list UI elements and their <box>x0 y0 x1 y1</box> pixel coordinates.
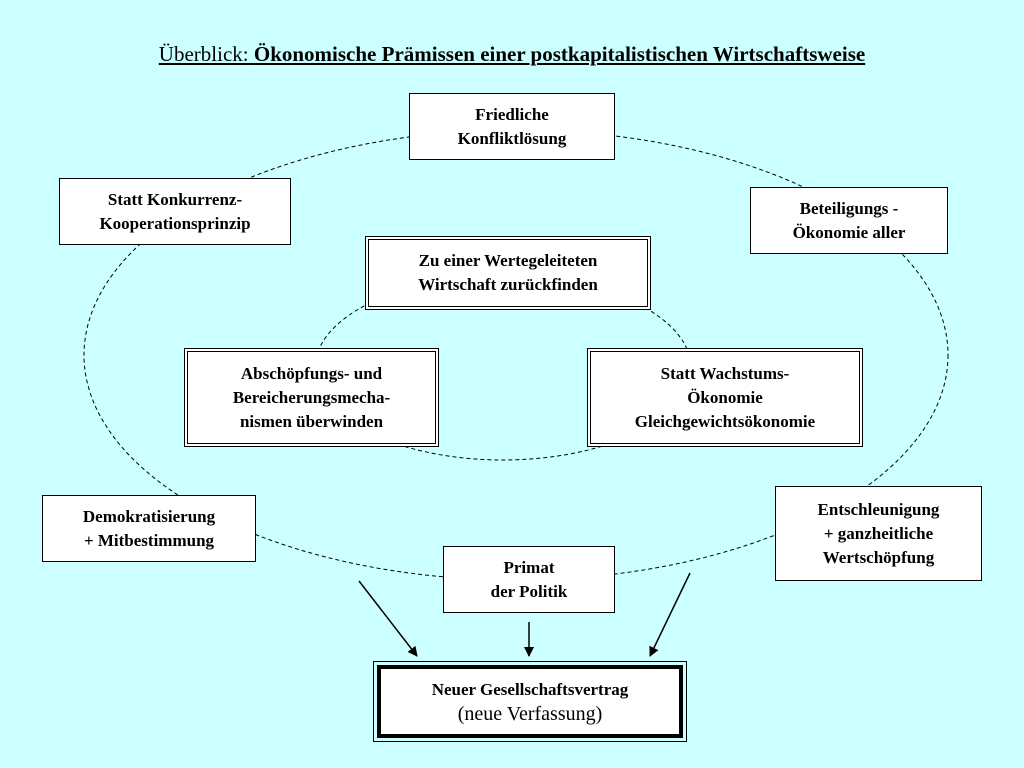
box-line: Demokratisierung <box>82 506 216 526</box>
box-abschoepfung: Abschöpfungs- und Bereicherungsmecha- ni… <box>184 348 439 447</box>
box-line: Statt Wachstums- <box>660 363 790 383</box>
box-friedliche-konfliktloesung: Friedliche Konfliktlösung <box>409 93 615 160</box>
box-line: (neue Verfassung) <box>457 702 603 725</box>
slide-title: Überblick: Ökonomische Prämissen einer p… <box>0 42 1024 67</box>
box-line: + ganzheitliche <box>823 523 934 543</box>
box-line: Konfliktlösung <box>457 128 567 148</box>
box-line: Entschleunigung <box>817 499 940 519</box>
box-line: Zu einer Wertegeleiteten <box>418 251 598 270</box>
box-line: der Politik <box>490 581 568 601</box>
box-line: Gleichgewichtsökonomie <box>634 411 816 431</box>
box-line: Neuer Gesellschaftsvertrag <box>431 679 629 699</box>
box-primat-der-politik: Primat der Politik <box>443 546 615 613</box>
title-main: Ökonomische Prämissen einer postkapitali… <box>253 42 866 66</box>
box-line: Primat <box>503 557 555 577</box>
box-neuer-gesellschaftsvertrag: Neuer Gesellschaftsvertrag (neue Verfass… <box>373 661 687 742</box>
box-gleichgewichtsoekonomie: Statt Wachstums- Ökonomie Gleichgewichts… <box>587 348 863 447</box>
box-demokratisierung: Demokratisierung + Mitbestimmung <box>42 495 256 562</box>
box-line: Friedliche <box>475 104 549 124</box>
box-line: Statt Konkurrenz- <box>107 189 243 209</box>
box-line: Wertschöpfung <box>822 547 935 567</box>
arrow-right <box>649 572 691 657</box>
arrow-left <box>358 580 418 657</box>
box-wertegeleitete-wirtschaft: Zu einer Wertegeleiteten Wirtschaft zurü… <box>365 236 651 310</box>
box-line: + Mitbestimmung <box>83 530 215 550</box>
title-prefix: Überblick: <box>158 42 254 66</box>
box-line: Ökonomie aller <box>792 222 906 242</box>
box-line: Wirtschaft zurückfinden <box>418 275 598 294</box>
box-line: Kooperationsprinzip <box>99 213 251 233</box>
box-line: Ökonomie <box>687 387 763 407</box>
box-line: Abschöpfungs- und <box>240 363 383 383</box>
box-beteiligungs-oekonomie: Beteiligungs - Ökonomie aller <box>750 187 948 254</box>
box-line: nismen überwinden <box>239 411 384 431</box>
box-line: Bereicherungsmecha- <box>232 387 391 407</box>
box-kooperationsprinzip: Statt Konkurrenz- Kooperationsprinzip <box>59 178 291 245</box>
box-entschleunigung: Entschleunigung + ganzheitliche Wertschö… <box>775 486 982 581</box>
box-line: Beteiligungs - <box>799 198 899 218</box>
